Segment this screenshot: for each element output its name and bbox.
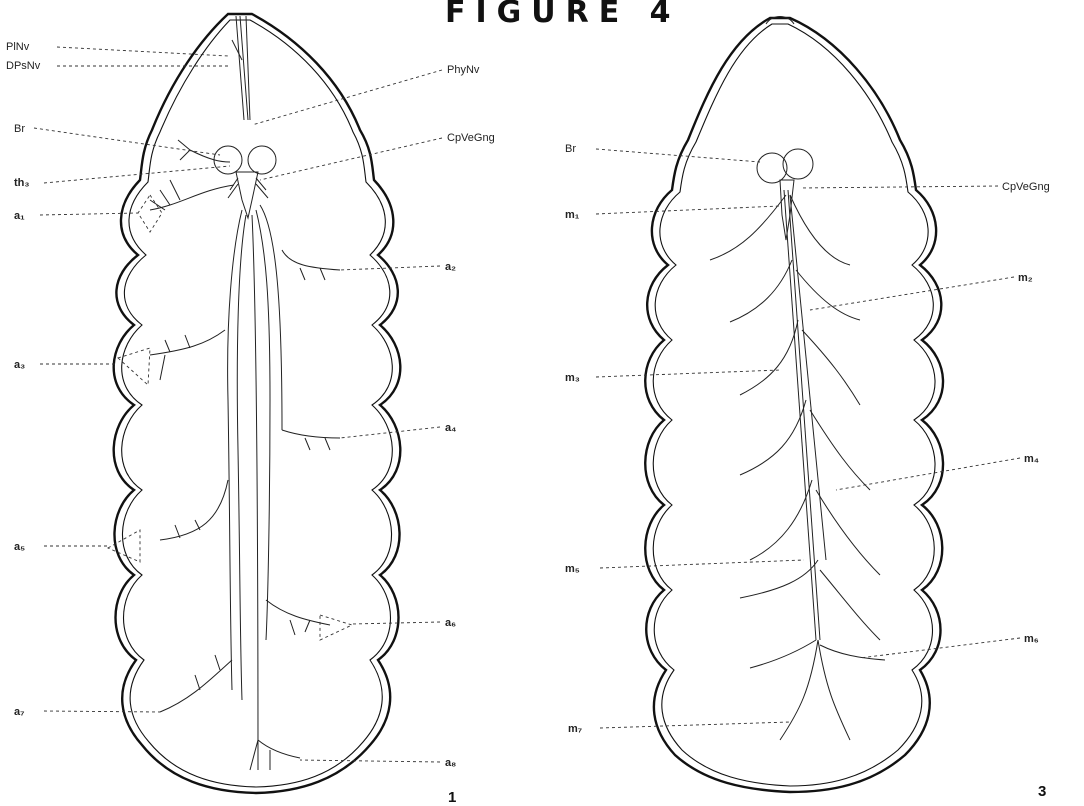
left-brain-lobe-2 (248, 146, 276, 174)
label-a4: a₄ (445, 422, 456, 434)
right-body-outline (645, 18, 943, 792)
label-br-left: Br (14, 123, 25, 135)
larva-right-panel: Br CpVeGng m₁ m₂ m₃ m₄ m₅ m₆ m₇ 3 (565, 17, 1050, 801)
left-body-outline (114, 14, 401, 793)
label-m4: m₄ (1024, 453, 1039, 465)
label-m5: m₅ (565, 563, 580, 575)
label-m2: m₂ (1018, 272, 1033, 284)
label-th3: th₃ (14, 177, 29, 189)
label-m3: m₃ (565, 372, 580, 384)
label-a1: a₁ (14, 210, 25, 222)
right-brain-lobe-2 (783, 149, 813, 179)
panel-number-left: 1 (448, 789, 456, 806)
label-a5: a₅ (14, 541, 25, 553)
left-anterior-nerves (232, 16, 250, 120)
label-a8: a₈ (445, 757, 456, 769)
panel-number-right: 3 (1038, 783, 1046, 800)
label-cpvegng-left: CpVeGng (447, 132, 495, 144)
label-plnv: PlNv (6, 41, 30, 53)
label-a7: a₇ (14, 706, 25, 718)
right-brain-lobe-1 (757, 153, 787, 183)
label-m1: m₁ (565, 209, 580, 221)
label-cpvegng-right: CpVeGng (1002, 181, 1050, 193)
label-phynv: PhyNv (447, 64, 480, 76)
left-nerve-cords (228, 205, 282, 770)
right-body-inner-outline (653, 24, 935, 786)
left-ventral-ganglion (236, 172, 258, 218)
label-dpsnv: DPsNv (6, 60, 41, 72)
label-br-right: Br (565, 143, 576, 155)
label-a6: a₆ (445, 617, 456, 629)
right-nerve-cord (780, 190, 850, 740)
label-a2: a₂ (445, 261, 456, 273)
left-brain-lobe-1 (214, 146, 242, 174)
label-m6: m₆ (1024, 633, 1039, 645)
left-body-inner-outline (122, 20, 393, 787)
left-lateral-branches (150, 140, 340, 770)
label-a3: a₃ (14, 359, 25, 371)
figure-title: FIGURE 4 (445, 0, 681, 30)
label-m7: m₇ (568, 723, 582, 735)
larva-left-panel: PlNv DPsNv PhyNv Br CpVeGng th₃ a₁ a₂ a₃… (6, 14, 495, 806)
